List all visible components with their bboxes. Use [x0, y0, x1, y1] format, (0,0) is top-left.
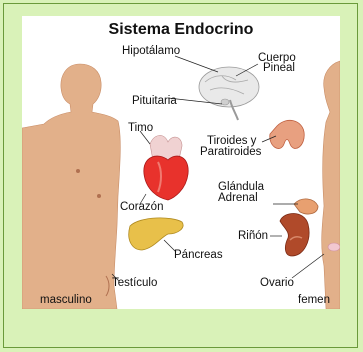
- label-testicle: Testículo: [112, 278, 157, 289]
- label-hypothalamus: Hipotálamo: [122, 46, 180, 57]
- label-kidney: Riñón: [238, 231, 268, 242]
- label-pancreas: Páncreas: [174, 250, 223, 261]
- male-figure: [22, 64, 120, 309]
- brain-illustration: [199, 67, 259, 120]
- label-female: femen: [298, 295, 330, 306]
- heart-illustration: [144, 135, 188, 200]
- label-heart: Corazón: [120, 202, 163, 213]
- female-figure: [322, 61, 340, 309]
- label-pineal-line2: Pineal: [263, 63, 295, 74]
- label-adrenal-line2: Adrenal: [218, 193, 258, 204]
- label-male: masculino: [40, 295, 92, 306]
- adrenal-kidney-illustration: [280, 199, 318, 256]
- label-thymus: Timo: [128, 123, 153, 134]
- label-pituitary: Pituitaria: [132, 96, 177, 107]
- label-ovary: Ovario: [260, 278, 294, 289]
- label-thyroid-line2: Paratiroides: [200, 147, 261, 158]
- pancreas-illustration: [129, 218, 183, 250]
- thyroid-illustration: [270, 120, 304, 148]
- diagram-panel: Sistema Endocrino Hipotálamo Cuerpo Pine…: [22, 16, 340, 309]
- diagram-title: Sistema Endocrino: [22, 21, 340, 39]
